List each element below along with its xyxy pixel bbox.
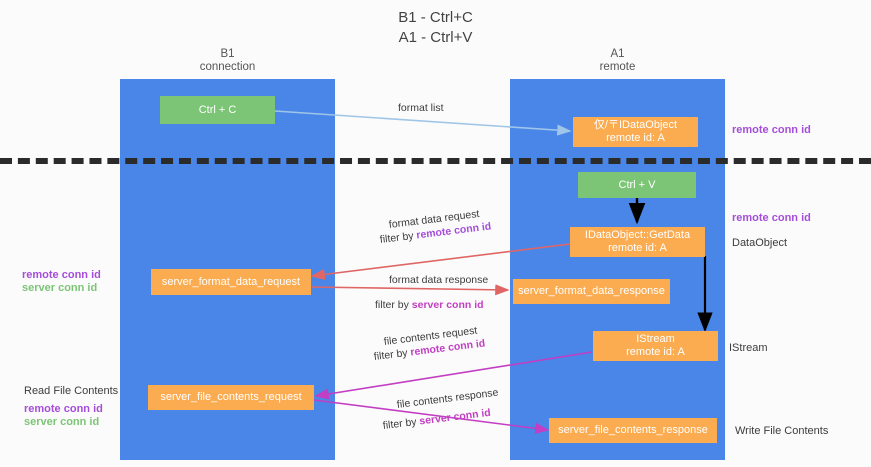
node-istream-line2: remote id: A [626,346,685,358]
filter-key-server-conn-id: server conn id [411,299,484,311]
edge-label-format-data-response-filter: filter by server conn id [375,299,484,312]
node-istream-line1: IStream [636,333,675,345]
node-server-format-data-response-label: server_format_data_response [518,285,665,297]
node-idataobject-line2: remote id: A [606,132,665,144]
left-label-server-conn-id-bottom: server conn id [24,416,100,428]
filter-prefix: filter by [382,415,421,432]
filter-prefix: filter by [379,229,418,246]
column-header-a1: A1 remote [510,48,725,74]
node-istream[interactable]: IStream remote id: A [593,331,718,361]
right-label-remote-conn-id-top: remote conn id [732,124,811,136]
filter-prefix: filter by [375,299,412,311]
column-header-a1-name: A1 [610,48,625,60]
node-ctrl-c[interactable]: Ctrl + C [160,96,275,124]
right-label-write-file-contents: Write File Contents [735,425,829,437]
phase-divider [0,158,871,164]
node-ctrl-v-label: Ctrl + V [618,178,656,191]
node-ctrl-v[interactable]: Ctrl + V [578,172,696,198]
node-server-format-data-response[interactable]: server_format_data_response [513,279,670,304]
page-title-line2: A1 - Ctrl+V [398,29,473,46]
node-getdata-line1: IDataObject::GetData [584,229,691,241]
node-server-file-contents-request[interactable]: server_file_contents_request [148,385,314,410]
node-server-file-contents-request-label: server_file_contents_request [160,391,302,403]
node-idataobject[interactable]: 仅/〒IDataObject remote id: A [573,117,698,147]
right-label-dataobject: DataObject [732,237,788,249]
page-title-line1: B1 - Ctrl+C [398,9,473,26]
column-header-a1-role: remote [599,61,636,73]
left-label-remote-conn-id-mid: remote conn id [22,269,101,281]
node-ctrl-c-label: Ctrl + C [198,103,237,116]
node-idataobject-getdata[interactable]: IDataObject::GetData remote id: A [570,227,705,257]
edge-label-format-list: format list [398,102,444,114]
node-server-file-contents-response-label: server_file_contents_response [558,424,708,436]
column-header-b1-role: connection [199,61,256,73]
left-label-server-conn-id-mid: server conn id [22,282,98,294]
right-label-istream: IStream [729,342,768,354]
edge-label-format-data-response: format data response [389,274,489,286]
right-label-remote-conn-id-mid: remote conn id [732,212,811,224]
node-idataobject-line1: 仅/〒IDataObject [593,119,678,131]
filter-prefix: filter by [373,346,412,363]
left-label-read-file-contents: Read File Contents [24,385,119,397]
column-header-b1-name: B1 [220,48,235,60]
node-server-file-contents-response[interactable]: server_file_contents_response [549,418,717,443]
left-label-remote-conn-id-bottom: remote conn id [24,403,103,415]
node-getdata-line2: remote id: A [608,242,667,254]
page-title: B1 - Ctrl+C A1 - Ctrl+V [0,8,871,48]
filter-key-server-conn-id: server conn id [418,406,492,428]
node-server-format-data-request[interactable]: server_format_data_request [151,269,311,295]
column-header-b1: B1 connection [120,48,335,74]
node-server-format-data-request-label: server_format_data_request [161,275,301,288]
